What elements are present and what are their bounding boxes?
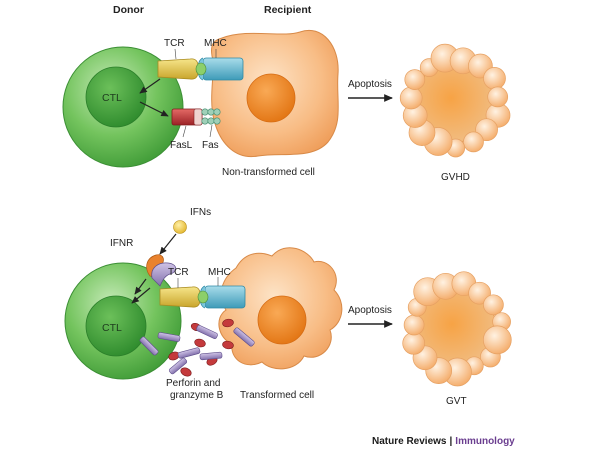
perforin-label-line1: Perforin and (166, 378, 220, 389)
apoptotic-bleb (483, 294, 504, 316)
tcr-label-bottom: TCR (168, 267, 189, 278)
ifns-label: IFNs (190, 207, 211, 218)
donor-header: Donor (113, 4, 144, 16)
gvt-label: GVT (446, 396, 467, 407)
journal-name: Immunology (455, 436, 515, 447)
apoptotic-bleb (399, 86, 423, 110)
peptide-bottom (197, 290, 209, 304)
tcr-receptor-bottom (159, 286, 201, 308)
apoptotic-bleb (402, 331, 426, 355)
transformed-nucleus (257, 295, 307, 345)
mhc-receptor-bottom (204, 285, 246, 309)
fas-receptor (201, 108, 221, 125)
apoptotic-bleb (403, 314, 425, 336)
non-transformed-cell-label: Non-transformed cell (222, 167, 315, 178)
publisher-name: Nature Reviews (372, 436, 447, 447)
signal-arrow-fasl (139, 101, 169, 117)
mhc-receptor (202, 57, 244, 81)
apoptotic-cell-gvhd (399, 43, 511, 158)
apoptotic-bleb (483, 67, 506, 90)
fas-label: Fas (202, 140, 219, 151)
mhc-label: MHC (204, 38, 227, 49)
ctl-label-bottom: CTL (102, 322, 122, 334)
signal-arrow-bottom (131, 287, 151, 304)
ifn-arrow (159, 233, 177, 255)
apoptotic-bleb (463, 131, 484, 153)
signal-arrow-tcr (139, 78, 161, 94)
ifn-molecule (173, 220, 187, 234)
ctl-label: CTL (102, 92, 122, 104)
perforin-granzyme-cluster (139, 318, 255, 377)
bottom-panel: CTL (64, 207, 512, 407)
gvhd-label: GVHD (441, 172, 470, 183)
target-nucleus (246, 73, 296, 123)
apoptotic-cell-gvt (402, 271, 512, 387)
ifnr-receptor (146, 254, 177, 287)
perforin-label-line2: granzyme B (170, 390, 224, 401)
mhc-label-bottom: MHC (208, 267, 231, 278)
apoptotic-bleb (487, 86, 509, 108)
tcr-label: TCR (164, 38, 185, 49)
ifnr-signal-arrow (134, 278, 147, 295)
tcr-receptor (157, 58, 199, 80)
journal-credit: Nature Reviews|Immunology (372, 436, 515, 447)
ctl-nucleus (85, 66, 147, 128)
peptide (195, 62, 207, 76)
ifnr-label: IFNR (110, 238, 133, 249)
transformed-cell-label: Transformed cell (240, 390, 314, 401)
credit-separator: | (449, 436, 453, 447)
apoptosis-label-bottom: Apoptosis (348, 305, 392, 316)
recipient-header: Recipient (264, 4, 312, 16)
top-panel: CTL TCR MHC FasL Fas Non-transformed cel… (62, 29, 511, 183)
apoptotic-bleb (404, 69, 426, 90)
ctl-nucleus-bottom (85, 295, 147, 357)
apoptosis-label-top: Apoptosis (348, 79, 392, 90)
apoptotic-bleb (482, 325, 512, 355)
fasl-label: FasL (170, 140, 193, 151)
